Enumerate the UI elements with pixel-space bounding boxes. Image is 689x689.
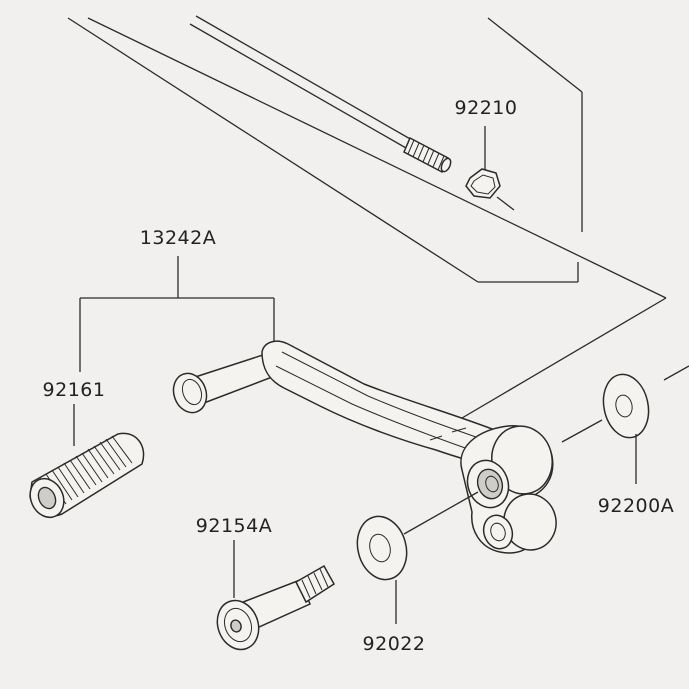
washer-92022 xyxy=(356,491,479,624)
nut-axis-line xyxy=(496,196,515,211)
bracket-13242A xyxy=(73,256,275,446)
frame-line-left-diagonal xyxy=(67,17,479,283)
label-92200A: 92200A xyxy=(598,495,674,517)
washer-92200A xyxy=(561,373,650,484)
tie-rod-edge-top xyxy=(195,15,413,141)
label-92154A: 92154A xyxy=(196,515,272,537)
reference-frame-lines xyxy=(67,17,689,419)
label-92161: 92161 xyxy=(43,379,106,401)
tie-rod xyxy=(189,15,452,174)
footpeg-rubber-92161 xyxy=(29,432,145,519)
frame-line-right-stub xyxy=(663,365,689,381)
lever-pivot-boss xyxy=(460,425,557,554)
tie-rod-thread xyxy=(403,136,452,174)
arm-center-mark-2 xyxy=(451,427,467,433)
tie-rod-edge-bottom xyxy=(189,23,407,149)
bolt-92154A xyxy=(216,540,335,651)
label-13242A: 13242A xyxy=(140,227,216,249)
label-92210: 92210 xyxy=(455,97,518,119)
frame-line-top-diagonal xyxy=(487,17,583,93)
arm-center-mark xyxy=(429,435,443,441)
frame-line-long-diagonal xyxy=(87,17,667,299)
label-92022: 92022 xyxy=(363,633,426,655)
washer-axis-line xyxy=(403,491,479,535)
shift-lever xyxy=(172,340,557,554)
washer-92200A-axis-line xyxy=(561,419,603,443)
lever-peg xyxy=(172,351,281,414)
nut-92210 xyxy=(465,126,515,211)
part-labels: 92210 13242A 92161 92154A 92022 92200A xyxy=(43,97,674,655)
frame-line-to-arm xyxy=(461,297,667,419)
